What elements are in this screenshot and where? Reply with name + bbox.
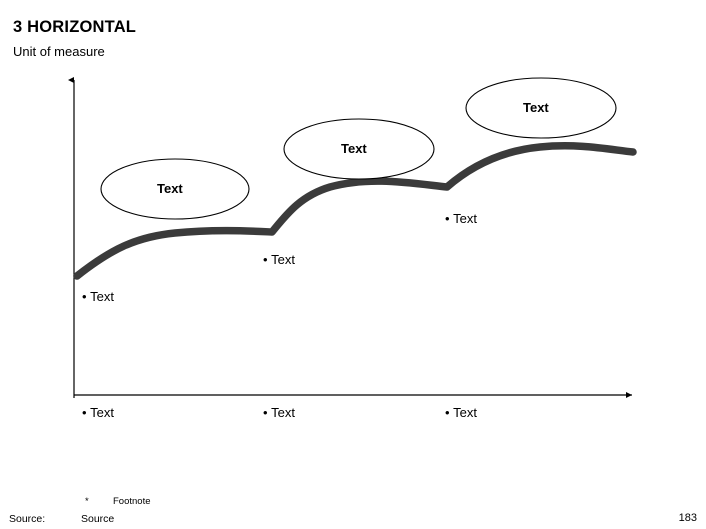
unit-of-measure-label: Unit of measure — [13, 44, 105, 59]
curve-bullet-2-label: Text — [271, 252, 296, 267]
axis-bullet-1: • Text — [82, 405, 115, 420]
curve-bullet-2: • Text — [263, 252, 296, 267]
curve-bullet-3: • Text — [445, 211, 478, 226]
curve-bullet-1-label: Text — [90, 289, 115, 304]
footnote-text: Footnote — [113, 496, 151, 507]
axis-bullet-1-label: Text — [90, 405, 115, 420]
footnote-marker: * — [85, 496, 89, 507]
page-number: 183 — [678, 512, 697, 524]
ellipse-callout-2[interactable] — [283, 118, 435, 180]
ellipse-label-3: Text — [523, 100, 549, 115]
page-title: 3 HORIZONTAL — [13, 18, 137, 36]
ellipse-label-1: Text — [157, 181, 183, 196]
curve-bullet-1: • Text — [82, 289, 115, 304]
source-value: Source — [81, 513, 115, 525]
axis-bullet-2-label: Text — [271, 405, 296, 420]
ellipse-label-2: Text — [341, 141, 367, 156]
trend-curve — [73, 142, 637, 280]
axis-bullet-2: • Text — [263, 405, 296, 420]
axis-bullet-3: • Text — [445, 405, 478, 420]
ellipse-callout-1[interactable] — [100, 158, 250, 220]
ellipse-callout-3[interactable] — [465, 77, 617, 139]
source-label: Source: — [9, 513, 46, 525]
axis-bullet-3-label: Text — [453, 405, 478, 420]
curve-bullet-3-label: Text — [453, 211, 478, 226]
